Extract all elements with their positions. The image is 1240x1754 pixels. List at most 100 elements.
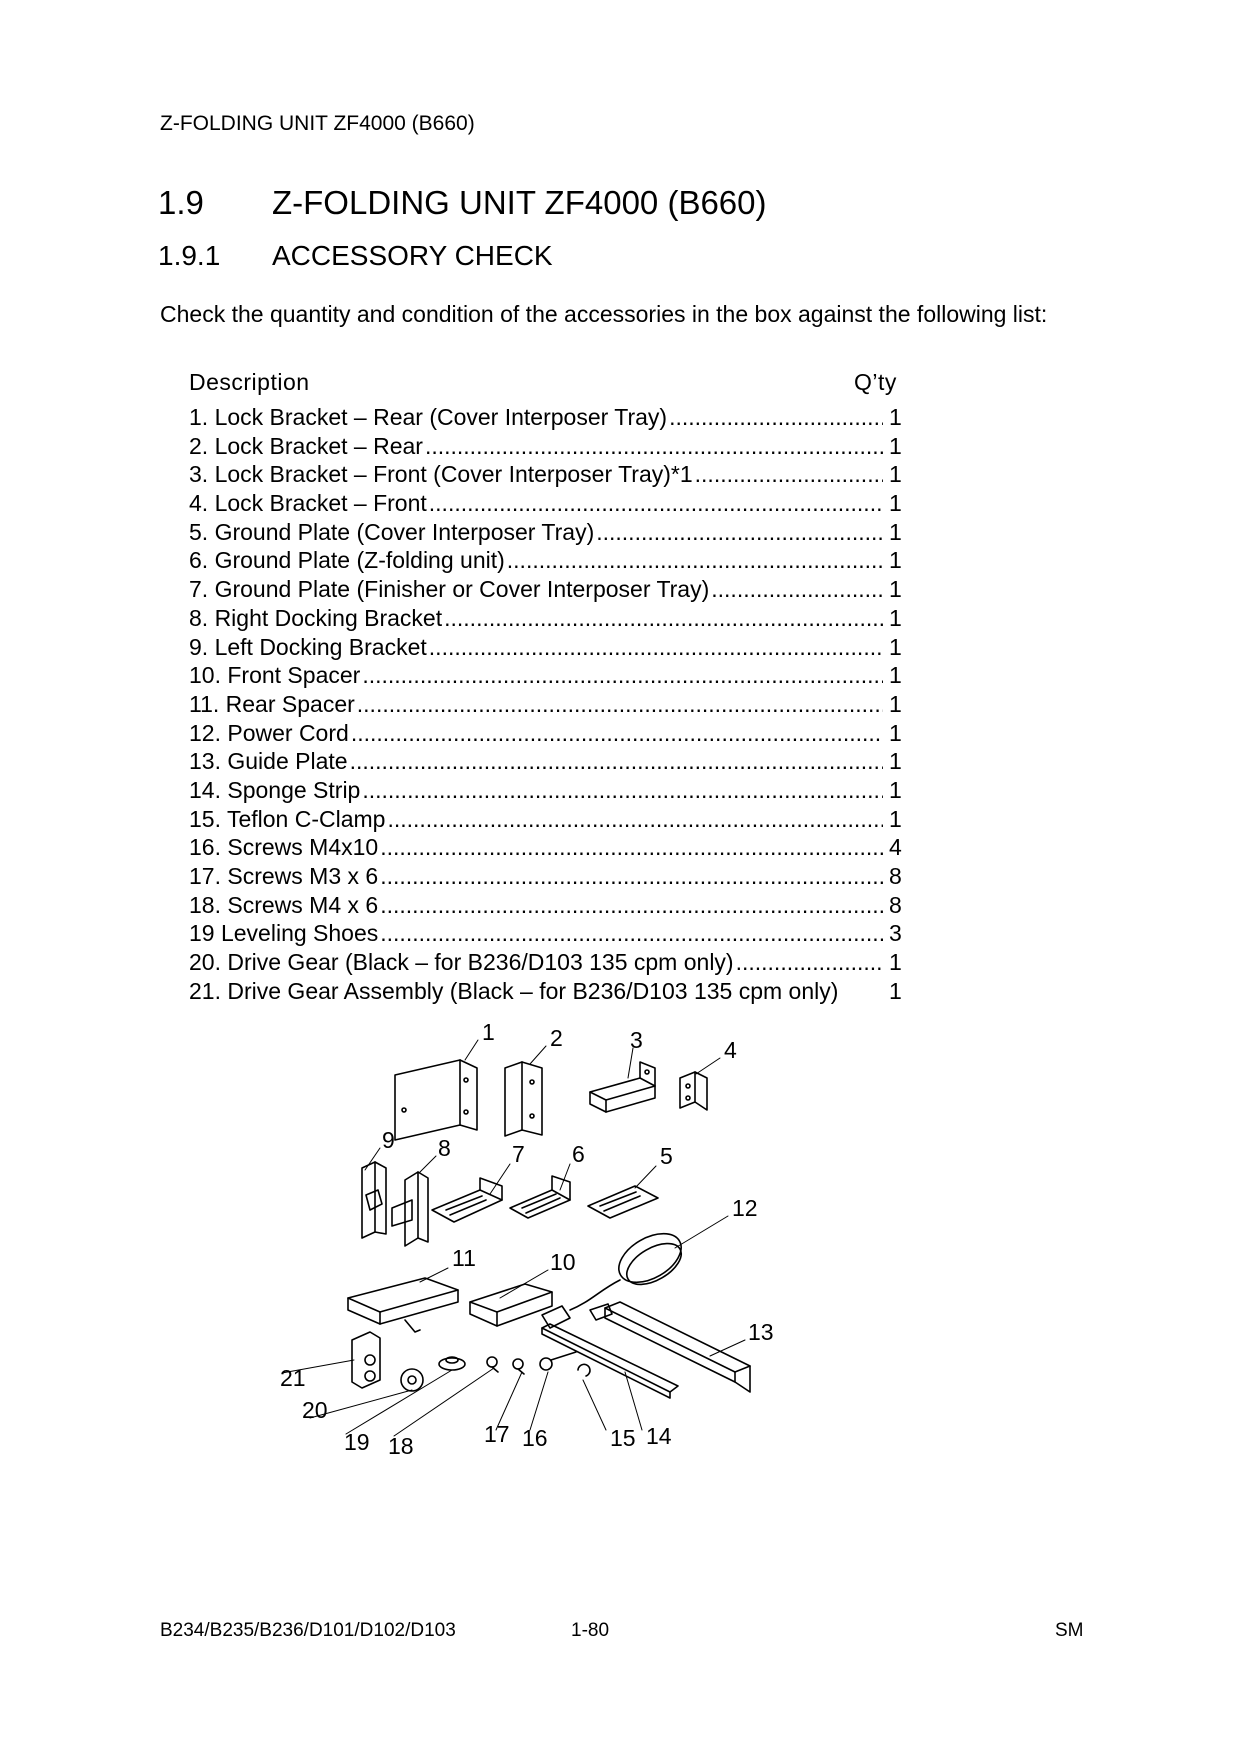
accessory-quantity: 1	[889, 690, 902, 717]
accessory-quantity: 1	[889, 547, 902, 574]
callout-14: 14	[646, 1423, 672, 1449]
callout-18: 18	[388, 1433, 414, 1459]
leader-dots	[355, 690, 883, 719]
accessory-quantity: 8	[889, 863, 902, 889]
part-8-right-docking-bracket	[391, 1171, 429, 1247]
intro-paragraph: Check the quantity and condition of the …	[160, 301, 1048, 327]
leader-dots	[427, 489, 883, 518]
footer-page-number: 1-80	[571, 1620, 610, 1641]
callout-13: 13	[748, 1319, 774, 1345]
accessory-description: 15. Teflon C-Clamp	[189, 805, 386, 832]
part-1-lock-bracket-rear-cover	[394, 1059, 478, 1141]
callout-1: 1	[482, 1020, 495, 1045]
callout-19: 19	[344, 1429, 370, 1455]
accessory-quantity: 1	[889, 776, 902, 803]
accessory-description: 1. Lock Bracket – Rear (Cover Interposer…	[189, 404, 668, 430]
part-19-leveling-shoe	[438, 1356, 466, 1371]
callout-2: 2	[550, 1025, 563, 1051]
leader-dots	[667, 403, 883, 432]
leader-dots	[360, 776, 883, 805]
accessory-row: 14. Sponge Strip 1	[189, 776, 909, 805]
accessory-row: 16. Screws M4x104	[189, 833, 909, 862]
part-17-screw-m3x6	[512, 1358, 525, 1375]
accessory-row: 20. Drive Gear (Black – for B236/D103 13…	[189, 948, 909, 977]
footer-manual-code: SM	[1055, 1620, 1084, 1641]
accessory-description: 7. Ground Plate (Finisher or Cover Inter…	[189, 576, 710, 603]
accessory-quantity: 1	[889, 404, 902, 430]
accessory-quantity: 1	[889, 662, 902, 689]
callout-10: 10	[550, 1249, 576, 1275]
leader-dots	[594, 518, 883, 547]
part-11-rear-spacer	[347, 1277, 459, 1333]
accessory-quantity: 1	[889, 977, 902, 1004]
section-title: Z-FOLDING UNIT ZF4000 (B660)	[272, 184, 767, 221]
part-10-front-spacer	[469, 1283, 553, 1327]
subsection-title: ACCESSORY CHECK	[272, 240, 553, 271]
accessory-quantity: 1	[889, 604, 902, 631]
accessory-quantity: 1	[889, 748, 902, 775]
accessory-quantity: 1	[889, 719, 902, 746]
accessory-description: 19 Leveling Shoes	[189, 920, 379, 947]
leader-dots	[734, 948, 883, 977]
accessory-description: 21. Drive Gear Assembly (Black – for B23…	[189, 977, 839, 1004]
running-header: Z-FOLDING UNIT ZF4000 (B660)	[160, 112, 475, 135]
leader-dots	[348, 747, 883, 776]
accessory-description: 5. Ground Plate (Cover Interposer Tray)	[189, 518, 595, 545]
accessory-row: 6. Ground Plate (Z-folding unit) 1	[189, 546, 909, 575]
accessory-description: 2. Lock Bracket – Rear	[189, 432, 423, 459]
accessory-rows: 1. Lock Bracket – Rear (Cover Interposer…	[189, 403, 909, 1005]
callout-17: 17	[484, 1421, 510, 1447]
accessory-description: 10. Front Spacer	[189, 662, 361, 689]
leader-dots	[838, 977, 883, 1006]
accessory-description: 13. Guide Plate	[189, 748, 348, 775]
leader-lines	[281, 1039, 746, 1437]
accessory-row: 7. Ground Plate (Finisher or Cover Inter…	[189, 575, 909, 604]
accessory-row: 3. Lock Bracket – Front (Cover Interpose…	[189, 460, 909, 489]
accessory-description: 12. Power Cord	[189, 719, 349, 746]
part-5-ground-plate-cover	[587, 1185, 659, 1219]
callout-4: 4	[724, 1037, 737, 1063]
part-2-lock-bracket-rear	[504, 1061, 543, 1137]
accessory-quantity: 1	[889, 518, 902, 545]
accessory-row: 12. Power Cord 1	[189, 719, 909, 748]
callout-3: 3	[630, 1027, 643, 1053]
callout-6: 6	[572, 1141, 585, 1167]
accessory-row: 9. Left Docking Bracket1	[189, 633, 909, 662]
description-column-header: Description	[189, 369, 310, 395]
callout-16: 16	[522, 1425, 548, 1451]
callout-12: 12	[732, 1195, 758, 1221]
accessory-quantity: 1	[889, 576, 902, 603]
part-4-lock-bracket-front	[679, 1071, 708, 1111]
accessory-quantity: 1	[889, 432, 902, 459]
part-12-power-cord	[541, 1232, 682, 1329]
accessory-description: 18. Screws M4 x 6	[189, 891, 379, 918]
accessory-quantity: 1	[889, 633, 902, 660]
part-9-left-docking-bracket	[361, 1161, 387, 1239]
accessory-description: 11. Rear Spacer	[189, 690, 355, 717]
accessory-row: 2. Lock Bracket – Rear 1	[189, 432, 909, 461]
qty-column-header: Q’ty	[854, 369, 897, 395]
part-18-screw-m4x6	[486, 1356, 499, 1373]
accessory-description: 16. Screws M4x10	[189, 834, 379, 861]
leader-dots	[385, 805, 883, 834]
accessory-row: 15. Teflon C-Clamp 1	[189, 805, 909, 834]
accessory-description: 6. Ground Plate (Z-folding unit)	[189, 547, 505, 574]
callout-15: 15	[610, 1425, 636, 1451]
leader-dots	[378, 833, 883, 862]
part-21-drive-gear-assembly	[351, 1331, 381, 1389]
part-15-teflon-c-clamp	[577, 1363, 591, 1377]
accessory-quantity: 1	[889, 805, 902, 832]
accessory-row: 18. Screws M4 x 68	[189, 891, 909, 920]
accessory-row: 10. Front Spacer 1	[189, 661, 909, 690]
accessory-row: 1. Lock Bracket – Rear (Cover Interposer…	[189, 403, 909, 432]
leader-dots	[378, 891, 883, 920]
callout-7: 7	[512, 1141, 525, 1167]
leader-dots	[427, 633, 883, 662]
leader-dots	[349, 719, 883, 748]
accessory-description: 14. Sponge Strip	[189, 776, 361, 803]
